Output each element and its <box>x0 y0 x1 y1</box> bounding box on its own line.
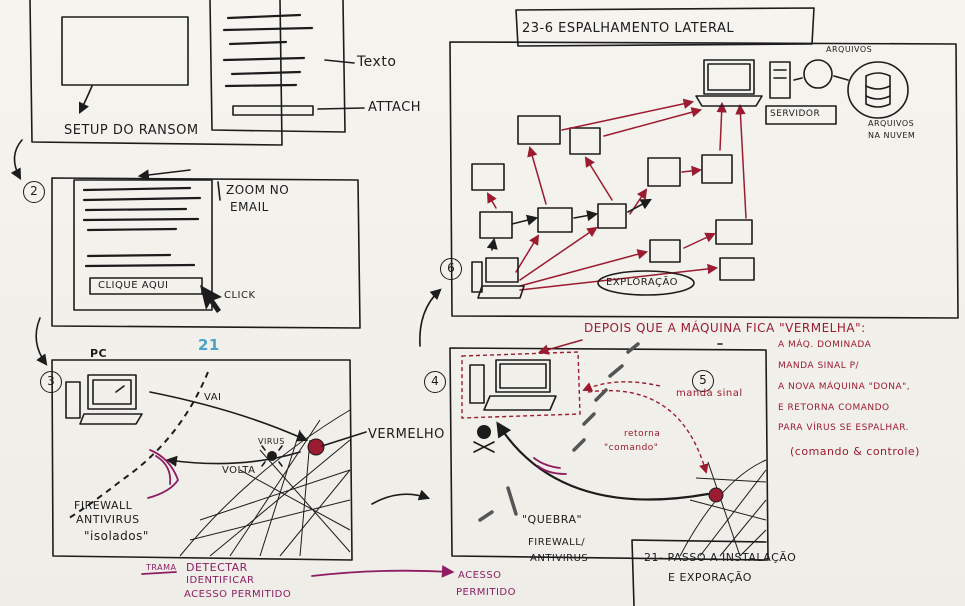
panel-2-email <box>35 169 361 366</box>
label-depois-que: DEPOIS QUE A MÁQUINA FICA "VERMELHA": <box>584 321 866 335</box>
side-note-line-3: A NOVA MÁQUINA "DONA", <box>778 382 911 392</box>
label-servidor: SERVIDOR <box>770 109 821 119</box>
label-firewall-2: FIREWALL/ <box>528 537 586 548</box>
label-antivirus-2: ANTIVIRUS <box>530 553 589 564</box>
bottom-notes-strokes <box>141 565 455 578</box>
label-exploracao: EXPLORAÇÃO <box>606 277 679 288</box>
network-nodes <box>471 115 755 281</box>
panel-3-infection <box>51 359 367 561</box>
label-manda-sinal: manda sinal <box>676 388 743 399</box>
label-click: CLICK <box>224 290 256 301</box>
label-arquivos-nuvem-2: NA NUVEM <box>868 131 916 140</box>
panel-6-title: 23-6 ESPALHAMENTO LATERAL <box>522 21 735 36</box>
label-antivirus: ANTIVIRUS <box>76 513 140 526</box>
label-vermelho: VERMELHO <box>368 427 445 442</box>
label-virus: VIRUS <box>258 437 285 446</box>
step-number-4: 4 <box>424 371 446 393</box>
panel-4-command-control <box>449 339 769 606</box>
label-detectar: DETECTAR <box>186 561 248 574</box>
label-texto: Texto <box>357 54 397 70</box>
side-note-line-2: MANDA SINAL P/ <box>778 361 860 371</box>
side-note-line-4: E RETORNA COMANDO <box>778 403 890 413</box>
label-setup-ransom: SETUP DO RANSOM <box>64 123 199 138</box>
step-number-6: 6 <box>440 258 462 280</box>
caption-exploracao: E EXPORAÇÃO <box>668 571 752 584</box>
step-number-5: 5 <box>692 370 714 392</box>
label-attach: ATTACH <box>368 100 422 115</box>
label-permitido: PERMITIDO <box>456 587 517 598</box>
caption-passo-a: 21- PASSO A INSTALAÇÃO <box>644 551 797 564</box>
label-acesso: ACESSO <box>458 570 502 581</box>
label-retorna: retorna <box>624 429 661 439</box>
label-quebra: "QUEBRA" <box>522 513 583 526</box>
side-note-line-6: (comando & controle) <box>790 445 920 458</box>
spread-arrows-red <box>486 98 747 291</box>
label-isolados: "isolados" <box>84 529 149 543</box>
side-note-line-1: A MÁQ. DOMINADA <box>778 340 872 350</box>
label-email: EMAIL <box>230 200 269 214</box>
panel-6-lateral-spread <box>371 7 959 505</box>
panel-1-setup <box>10 0 365 180</box>
label-21-blue: 21 <box>198 336 220 354</box>
label-pc: PC <box>90 347 108 360</box>
label-zoom-no: ZOOM NO <box>226 183 290 197</box>
side-note-line-5: PARA VÍRUS SE ESPALHAR. <box>778 423 910 433</box>
label-comando: "comando" <box>604 443 659 453</box>
label-identificar: IDENTIFICAR <box>186 575 255 586</box>
label-arquivos: ARQUIVOS <box>826 45 873 54</box>
label-firewall: FIREWALL <box>74 499 133 512</box>
label-vai: VAI <box>204 392 222 403</box>
step-number-2: 2 <box>23 181 45 203</box>
label-acesso-permitido: ACESSO PERMITIDO <box>184 589 292 600</box>
label-scribble: TRAMA <box>146 563 177 572</box>
label-volta: VOLTA <box>222 465 256 476</box>
email-link-button-label: CLIQUE AQUI <box>98 280 169 291</box>
label-arquivos-nuvem-1: ARQUIVOS <box>868 119 915 128</box>
step-number-3: 3 <box>40 371 62 393</box>
